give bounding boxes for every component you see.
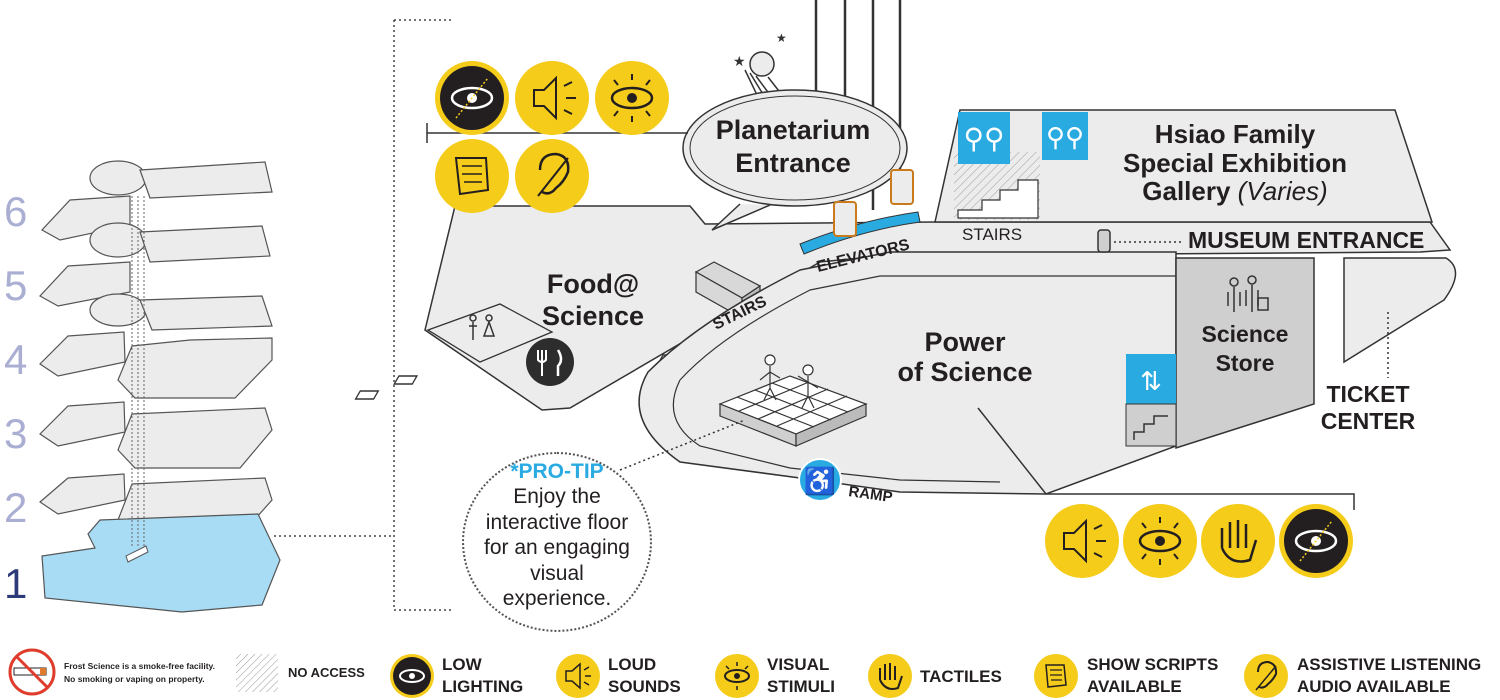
legend-visual-stimuli-label: VISUAL STIMULI [767, 654, 835, 698]
assistive-line-2: AUDIO AVAILABLE [1297, 677, 1451, 697]
power-line-2: of Science [897, 356, 1033, 387]
svg-text:⚲⚲: ⚲⚲ [1046, 122, 1084, 152]
floor-stack-diagram [39, 160, 281, 613]
hsiao-gallery-label: Hsiao Family Special Exhibition Gallery … [1100, 120, 1370, 206]
visual-stimuli-line-2: STIMULI [767, 677, 835, 697]
icon-low-lighting-bottom [1279, 504, 1353, 578]
svg-text:★: ★ [733, 53, 746, 69]
ticket-line-1: TICKET [1326, 381, 1410, 407]
no-access-label: NO ACCESS [288, 665, 365, 680]
interactive-floor-illustration [718, 354, 868, 447]
upper-corridor [424, 205, 1452, 411]
legend-show-scripts-icon [1034, 654, 1078, 698]
visual-stimuli-line-1: VISUAL [767, 655, 830, 674]
planetarium-line-1: Planetarium [715, 115, 871, 145]
stairs-upper-label: STAIRS [962, 225, 1023, 244]
low-lighting-line-1: LOW [442, 655, 482, 674]
legend-assistive-listening-icon [1244, 654, 1288, 698]
store-line-1: Science [1201, 321, 1289, 347]
ticket-center-label: TICKET CENTER [1312, 381, 1424, 435]
pro-tip-title: *PRO-TIP [510, 460, 604, 483]
legend-tactiles-label: TACTILES [920, 667, 1002, 686]
food-line-2: Science [541, 300, 645, 331]
svg-text:★: ★ [776, 31, 787, 45]
icon-tactiles-bottom [1201, 504, 1275, 578]
shoppers-icon [1227, 275, 1269, 312]
ticket-line-2: CENTER [1320, 408, 1416, 435]
no-smoking-icon [8, 648, 56, 696]
svg-text:⚲⚲: ⚲⚲ [963, 123, 1004, 154]
food-restroom-area [426, 303, 554, 363]
assistive-line-1: ASSISTIVE LISTENING [1297, 655, 1482, 674]
icon-show-scripts-top [435, 139, 509, 213]
legend-assistive-listening-label: ASSISTIVE LISTENING AUDIO AVAILABLE [1297, 654, 1481, 698]
ramp-label: RAMP [847, 483, 893, 506]
legend-visual-stimuli-icon [715, 654, 759, 698]
loud-sounds-line-2: SOUNDS [608, 677, 681, 697]
icon-loud-sounds-bottom [1045, 504, 1119, 578]
smoke-free-notice: Frost Science is a smoke-free facility. … [64, 660, 215, 686]
floor-3-outline [39, 401, 273, 469]
bracket-connector [274, 19, 452, 611]
power-line-1: Power [924, 327, 1006, 357]
floor-label-5: 5 [4, 262, 28, 309]
smoke-line-2: No smoking or vaping on property. [64, 673, 205, 684]
elevator-restroom-sign: ⇅ [1125, 354, 1177, 447]
fork-knife-icon [526, 338, 574, 386]
floor-label-2: 2 [4, 484, 28, 531]
no-access-swatch [236, 654, 278, 692]
show-scripts-line-1: SHOW SCRIPTS [1087, 655, 1219, 674]
legend-low-lighting-label: LOW LIGHTING [442, 654, 523, 698]
family-restroom-sign-1: ⚲⚲ [958, 112, 1010, 164]
pro-tip-line-4: visual [530, 561, 584, 585]
legend-loud-sounds-icon [556, 654, 600, 698]
smoke-line-1: Frost Science is a smoke-free facility. [64, 661, 216, 671]
wheelchair-icon: ♿ [798, 458, 842, 502]
planetarium-bubble [682, 89, 908, 207]
pro-tip-callout: *PRO-TIP Enjoy the interactive floor for… [462, 452, 652, 632]
hsiao-varies: (Varies) [1237, 176, 1328, 207]
restroom-icon-food [469, 314, 496, 340]
ticket-center-area [1343, 257, 1457, 364]
museum-entrance-label: MUSEUM ENTRANCE [1188, 227, 1425, 253]
planetarium-line-2: Entrance [735, 147, 851, 178]
planetarium-entrance-label: Planetarium Entrance [698, 115, 888, 178]
floor-1-map: ★ ★ [274, 0, 1457, 611]
floor-label-4: 4 [4, 336, 28, 383]
low-lighting-line-2: LIGHTING [442, 677, 524, 697]
science-store-label: Science Store [1190, 321, 1300, 377]
hsiao-line-3: Gallery [1142, 176, 1231, 207]
icon-visual-stimuli-bottom [1123, 504, 1197, 578]
legend-tactiles-icon [868, 654, 912, 698]
pro-tip-line-2: interactive floor [485, 510, 629, 534]
floor-label-3: 3 [4, 410, 28, 457]
loud-sounds-line-1: LOUD [608, 655, 657, 674]
power-of-science-label: Power of Science [880, 327, 1050, 387]
hsiao-line-2: Special Exhibition [1123, 147, 1347, 178]
icon-low-lighting-top [435, 61, 509, 135]
legend-low-lighting-icon [390, 654, 434, 698]
store-line-2: Store [1215, 350, 1275, 377]
floor-1-outline-highlighted [41, 513, 281, 613]
icon-loud-sounds-top [515, 61, 589, 135]
food-line-1: Food@ [546, 269, 640, 299]
svg-text:♿: ♿ [804, 466, 836, 496]
icon-visual-stimuli-top [595, 61, 669, 135]
floor-label-1: 1 [4, 560, 28, 607]
floor-label-6: 6 [4, 188, 28, 235]
hsiao-line-1: Hsiao Family [1154, 119, 1316, 149]
food-at-science-label: Food@ Science [528, 269, 658, 331]
legend-show-scripts-label: SHOW SCRIPTS AVAILABLE [1087, 654, 1218, 698]
pro-tip-line-1: Enjoy the [513, 485, 601, 508]
legend-loud-sounds-label: LOUD SOUNDS [608, 654, 681, 698]
svg-text:⇅: ⇅ [1140, 366, 1162, 396]
icon-assistive-listening-top [515, 139, 589, 213]
family-restroom-sign-2: ⚲⚲ [1042, 112, 1088, 160]
show-scripts-line-2: AVAILABLE [1087, 677, 1182, 697]
pro-tip-line-3: for an engaging [484, 536, 630, 560]
pro-tip-line-5: experience. [502, 587, 612, 611]
floor-6-outline [41, 160, 273, 241]
legend-bar: Frost Science is a smoke-free facility. … [0, 640, 1500, 700]
